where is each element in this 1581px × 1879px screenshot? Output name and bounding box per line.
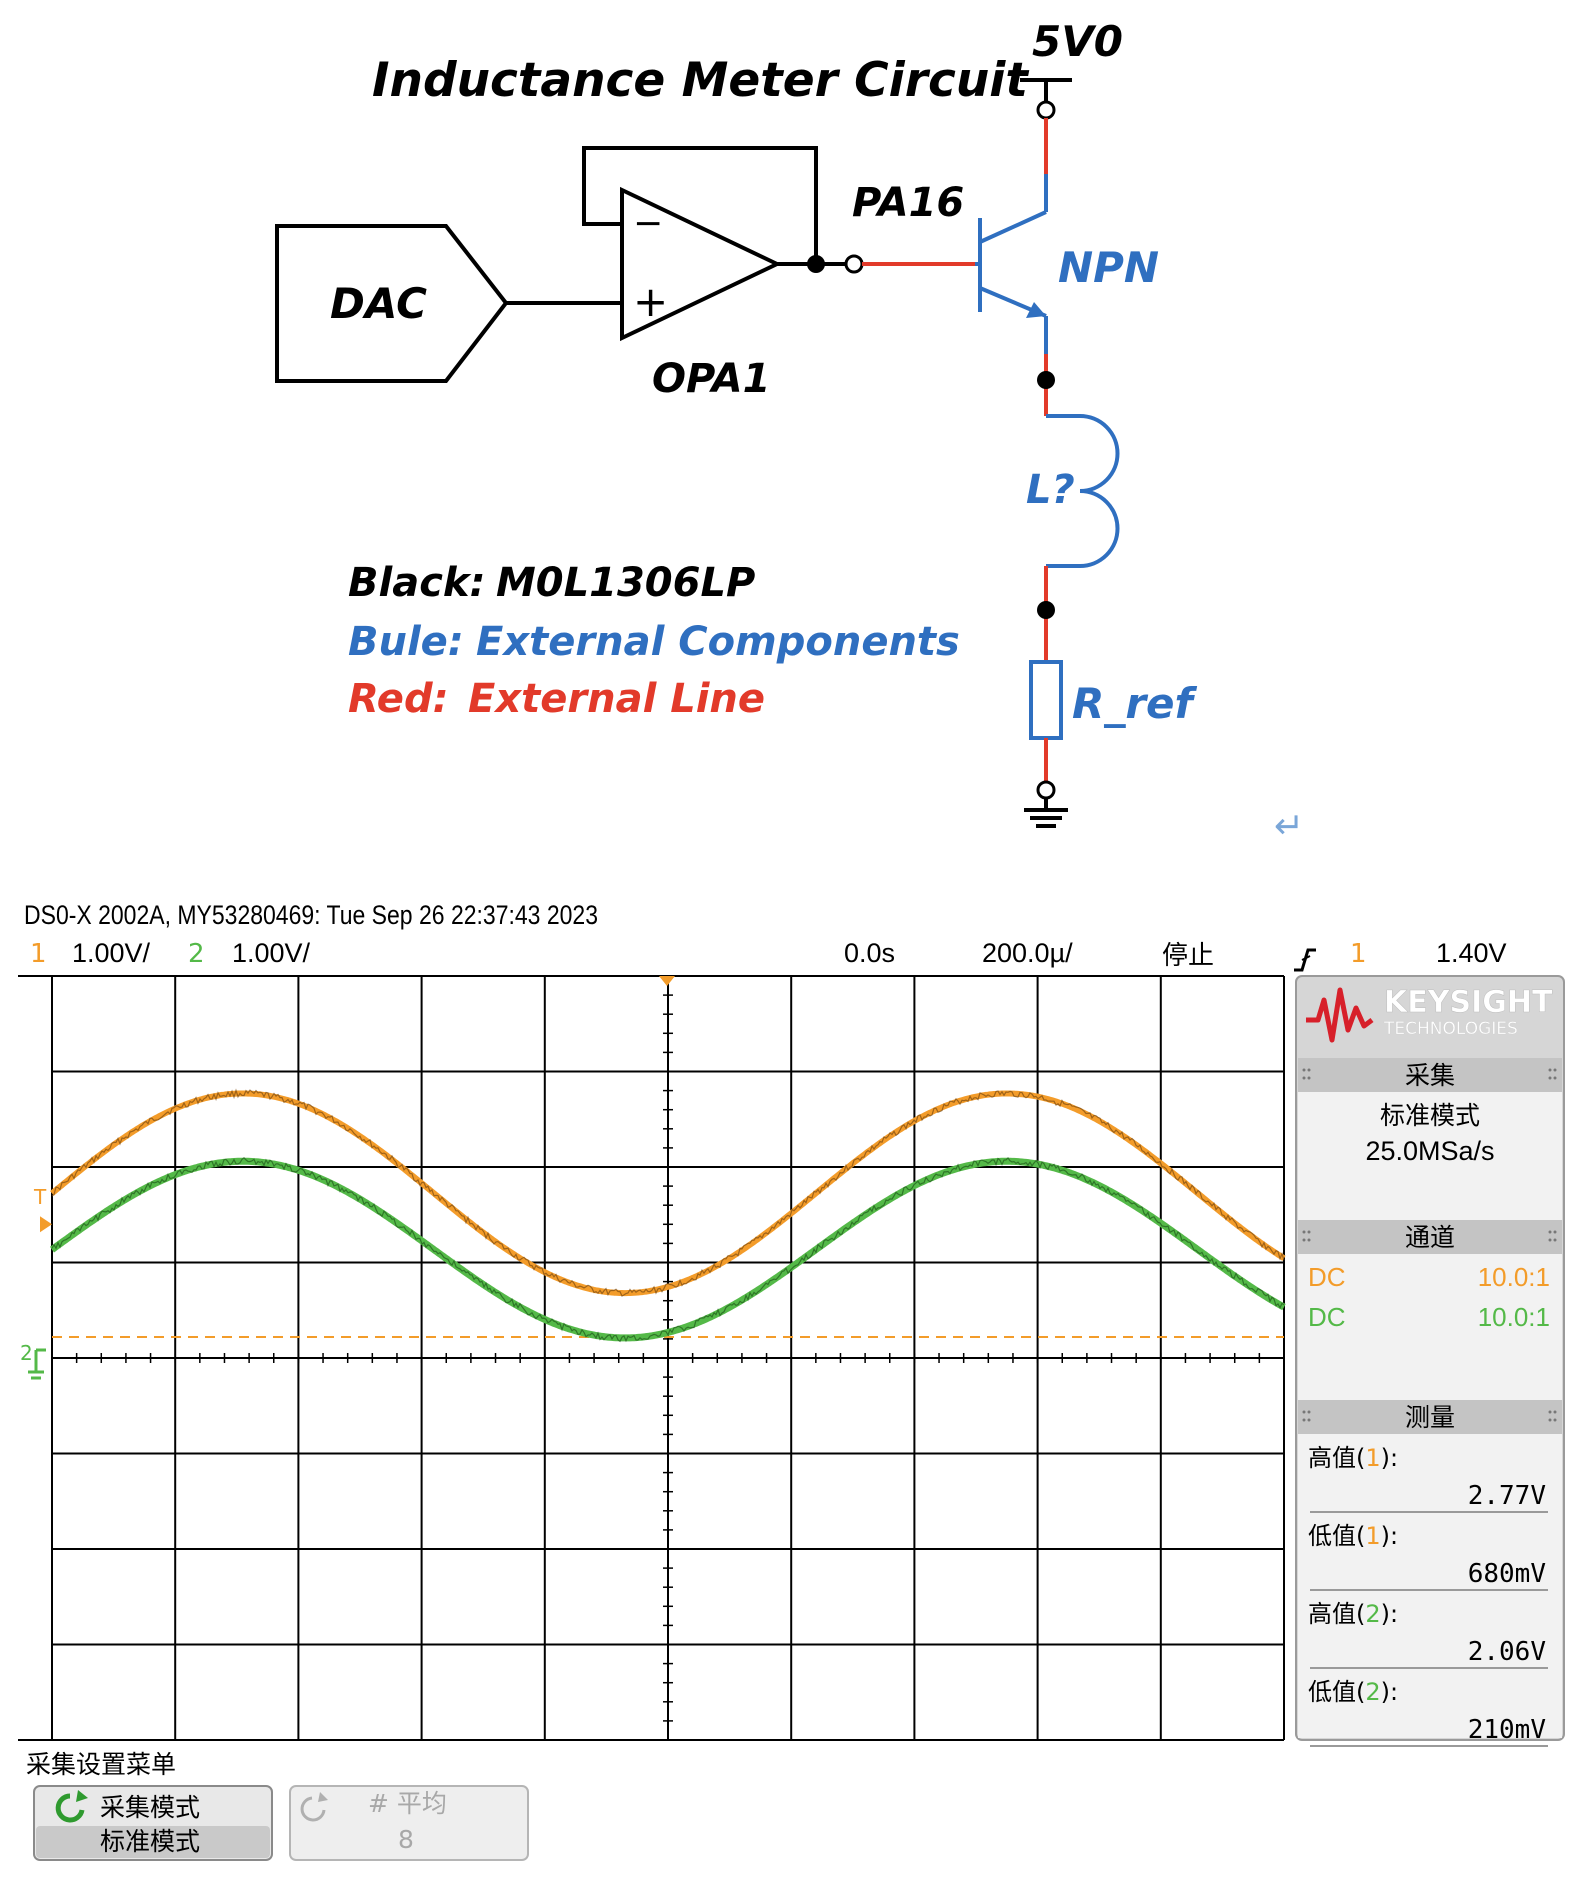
right-info-panel: KEYSIGHT TECHNOLOGIES 采集 标准模式 25.0MSa/s … <box>1295 975 1565 1747</box>
return-mark: ↵ <box>1274 806 1304 847</box>
npn-label: NPN <box>1058 243 1159 292</box>
npn-emitter-arrow <box>1026 302 1046 318</box>
measurement-label: 低值(2): <box>1308 1678 1398 1706</box>
trigger-level-marker[interactable]: T <box>33 1185 47 1209</box>
menu-title: 采集设置菜单 <box>26 1750 176 1779</box>
measurement-value: 2.06V <box>1468 1637 1546 1667</box>
color-legend: Black: M0L1306LP Bule: External Componen… <box>348 560 960 722</box>
softkey-acq-mode-label: 采集模式 <box>100 1793 200 1822</box>
rotate-knob-icon <box>55 1790 88 1823</box>
meas-section-title: 测量 <box>1405 1403 1455 1432</box>
trigger-time-marker[interactable] <box>659 976 675 986</box>
trigger-level: 1.40V <box>1436 938 1507 968</box>
time-offset: 0.0s <box>844 938 895 968</box>
resistor-junction-dot <box>1037 601 1055 619</box>
brand-name: KEYSIGHT <box>1384 985 1553 1020</box>
ch1-waveform <box>50 1090 1286 1297</box>
inductor-label: L? <box>1026 467 1075 513</box>
opamp-symbol <box>620 186 782 342</box>
run-state[interactable]: 停止 <box>1162 941 1214 971</box>
measurement-value: 210mV <box>1468 1715 1546 1745</box>
measurement-label: 低值(1): <box>1308 1522 1398 1550</box>
acq-section-title: 采集 <box>1405 1061 1455 1090</box>
legend-red-value: External Line <box>468 676 765 722</box>
pa16-label: PA16 <box>852 180 964 226</box>
panel-grip-icons <box>1302 1068 1557 1422</box>
ground-pin <box>1036 780 1056 800</box>
measurement-value: 2.77V <box>1468 1481 1546 1511</box>
timebase: 200.0µ/ <box>982 938 1073 968</box>
softkey-acq-mode-value: 标准模式 <box>100 1827 200 1856</box>
inductor-coil <box>1046 414 1120 568</box>
ground-reference-icon <box>28 1348 46 1380</box>
npn-collector <box>979 210 1047 244</box>
supply-pin <box>1036 100 1056 120</box>
graticule-grid <box>18 975 1285 1741</box>
rotate-knob-icon <box>300 1792 328 1822</box>
ch2-ground-marker[interactable]: 2 <box>20 1341 33 1365</box>
softkey-acq-mode[interactable]: 采集模式 标准模式 <box>33 1785 273 1861</box>
softkey-averages-label: # 平均 <box>368 1789 447 1818</box>
supply-label: 5V0 <box>1032 17 1123 66</box>
softkey-averages[interactable]: # 平均 8 <box>289 1785 529 1861</box>
ch2-waveform-noise <box>51 1156 1285 1343</box>
ch2-number: 2 <box>188 939 205 969</box>
inductance-meter-schematic: Inductance Meter Circuit 5V0 DAC − + OPA… <box>275 17 1304 847</box>
keysight-wave-icon <box>1306 987 1374 1043</box>
opamp-label: OPA1 <box>652 356 770 402</box>
pa16-pin <box>844 254 864 274</box>
legend-red-key: Red: <box>348 676 449 722</box>
legend-black-key: Black: <box>348 560 486 606</box>
measurement-value: 680mV <box>1468 1559 1546 1589</box>
emitter-junction-dot <box>1037 371 1055 389</box>
measurement-label: 高值(1): <box>1308 1444 1398 1472</box>
ground-icon <box>1024 808 1068 828</box>
trigger-level-arrow[interactable] <box>40 1216 52 1233</box>
resistor-label: R_ref <box>1072 679 1198 728</box>
ch1-waveform-noise <box>51 1088 1285 1297</box>
dac-label: DAC <box>330 279 427 328</box>
acq-mode: 标准模式 <box>1380 1101 1480 1130</box>
opamp-plus: + <box>633 277 668 326</box>
measurement-list: 高值(1): 2.77V 低值(1): 680mV 高值(2): 2.06V 低值(2): 2… <box>1308 1444 1548 1747</box>
schematic-title: Inductance Meter Circuit <box>372 53 1029 108</box>
legend-blue-value: External Components <box>476 619 960 665</box>
chan-section-title: 通道 <box>1405 1223 1455 1252</box>
reference-resistor <box>1029 660 1063 740</box>
softkey-averages-value: 8 <box>398 1825 414 1854</box>
keysight-logo: KEYSIGHT TECHNOLOGIES <box>1306 985 1553 1043</box>
oscilloscope-screenshot: DS0-X 2002A, MY53280469: Tue Sep 26 22:3… <box>18 900 1565 1861</box>
ch1-coupling: DC <box>1308 1262 1346 1292</box>
ch1-scale: 1.00V/ <box>72 938 151 968</box>
opamp-feedback-wire <box>582 146 818 264</box>
ch2-probe: 10.0:1 <box>1478 1302 1550 1332</box>
scope-header: DS0-X 2002A, MY53280469: Tue Sep 26 22:3… <box>24 900 598 930</box>
brand-subtitle: TECHNOLOGIES <box>1383 1019 1518 1039</box>
legend-black-value: M0L1306LP <box>496 560 755 606</box>
opamp-minus: − <box>633 203 663 244</box>
legend-blue-key: Bule: <box>348 619 464 665</box>
ch2-scale: 1.00V/ <box>232 938 311 968</box>
acq-sample-rate: 25.0MSa/s <box>1365 1136 1494 1166</box>
dac-block <box>275 224 509 383</box>
trigger-channel: 1 <box>1350 939 1367 969</box>
measurement-label: 高值(2): <box>1308 1600 1398 1628</box>
ch1-probe: 10.0:1 <box>1478 1262 1550 1292</box>
output-junction-dot <box>807 255 825 273</box>
ch1-number: 1 <box>30 939 47 969</box>
ch2-coupling: DC <box>1308 1302 1346 1332</box>
trigger-edge-icon <box>1294 948 1316 972</box>
